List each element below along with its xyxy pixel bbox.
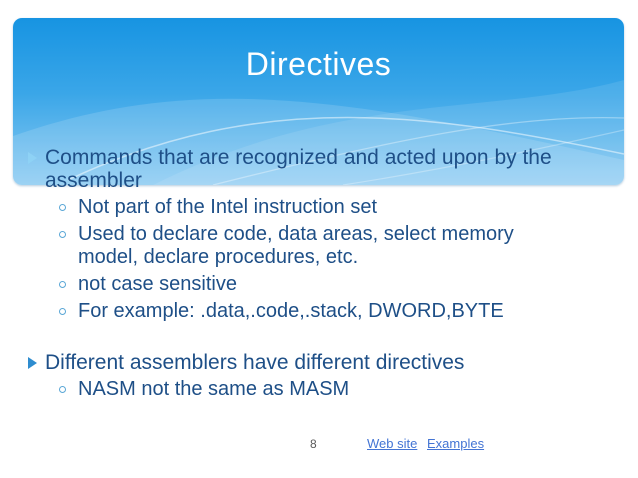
- swoosh-decoration: [13, 80, 624, 185]
- bullet-text-line: Not part of the Intel instruction set: [78, 196, 378, 218]
- bullet-text-line: model, declare procedures, etc.: [78, 246, 359, 268]
- bullet-text: For example: .data,.code,.stack, DWORD,B…: [78, 300, 504, 323]
- bullet-item: Commands that are recognized and acted u…: [28, 146, 628, 192]
- examples-link[interactable]: Examples: [427, 436, 485, 451]
- bullet-text: not case sensitive: [78, 273, 237, 296]
- circle-bullet-icon: [59, 386, 66, 393]
- bullet-text: Used to declare code, data areas, select…: [78, 223, 514, 269]
- sub-bullet-item: not case sensitive: [28, 273, 628, 296]
- bullet-text-line: assembler: [45, 169, 142, 192]
- sub-bullet-item: Used to declare code, data areas, select…: [28, 223, 628, 269]
- bullet-text-line: Different assemblers have different dire…: [45, 351, 465, 374]
- circle-bullet-icon: [59, 308, 66, 315]
- circle-bullet-icon: [59, 231, 66, 238]
- page-number: 8: [310, 437, 317, 451]
- bullet-text: Commands that are recognized and acted u…: [45, 146, 552, 192]
- title-bar: Directives: [13, 18, 624, 185]
- circle-bullet-icon: [59, 204, 66, 211]
- bullet-item: Different assemblers have different dire…: [28, 351, 628, 374]
- bullet-text-line: NASM not the same as MASM: [78, 378, 350, 400]
- bullet-text: NASM not the same as MASM: [78, 378, 349, 401]
- bullet-list: Commands that are recognized and acted u…: [28, 146, 628, 401]
- bullet-text: Different assemblers have different dire…: [45, 351, 464, 374]
- bullet-text: Not part of the Intel instruction set: [78, 196, 377, 219]
- bullet-text-line: Used to declare code, data areas, select…: [78, 223, 514, 245]
- slide-title: Directives: [245, 46, 392, 82]
- circle-bullet-icon: [59, 281, 66, 288]
- arrow-bullet-icon: [28, 152, 37, 164]
- sub-bullet-item: NASM not the same as MASM: [28, 378, 628, 401]
- sub-bullet-item: Not part of the Intel instruction set: [28, 196, 628, 219]
- bullet-text-line: not case sensitive: [78, 273, 237, 295]
- bullet-text-line: Commands that are recognized and acted u…: [45, 146, 552, 169]
- web-site-link[interactable]: Web site: [367, 436, 418, 451]
- arrow-bullet-icon: [28, 357, 37, 369]
- sub-bullet-item: For example: .data,.code,.stack, DWORD,B…: [28, 300, 628, 323]
- bullet-text-line: For example: .data,.code,.stack, DWORD,B…: [78, 300, 504, 322]
